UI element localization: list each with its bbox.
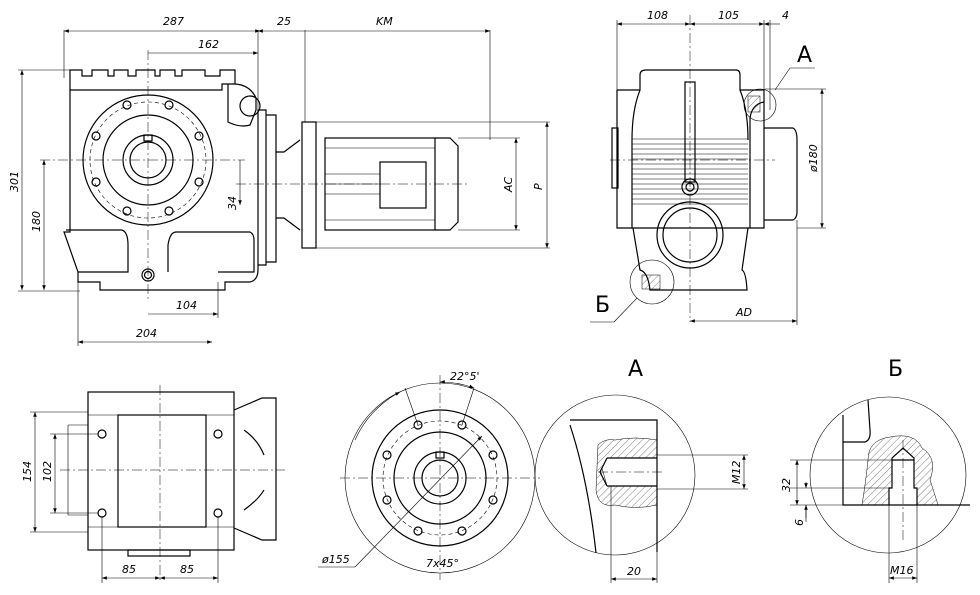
dim-102: 102 <box>41 461 54 482</box>
lifting-eye <box>239 95 261 117</box>
detail-a: А M12 20 <box>534 357 748 583</box>
dim-104: 104 <box>176 299 197 312</box>
side-flange <box>764 127 798 221</box>
detail-b-title: Б <box>888 357 903 382</box>
dim-287: 287 <box>163 15 184 28</box>
dim-34: 34 <box>226 196 239 210</box>
dim-4: 4 <box>782 9 789 22</box>
detail-b-label: Б <box>595 293 610 318</box>
dim-dia-155: ø155 <box>321 553 350 566</box>
detail-a-title: А <box>628 357 643 382</box>
side-housing <box>616 69 765 291</box>
detail-b-callout-circle <box>629 259 675 305</box>
bottom-adapter <box>233 397 277 541</box>
detail-b: Б 32 6 M16 <box>780 357 970 583</box>
motor-adapter <box>266 114 301 263</box>
dim-m12: M12 <box>730 461 743 485</box>
dim-85-right: 85 <box>180 563 194 576</box>
dim-p: P <box>532 183 545 190</box>
bottom-housing <box>87 391 235 551</box>
dim-ad: AD <box>735 306 752 319</box>
dim-dia-180: ø180 <box>807 144 820 173</box>
flange-bolt-holes <box>91 100 204 216</box>
dim-180: 180 <box>30 211 43 232</box>
side-view: 108 105 4 ø180 AD А Б <box>590 9 826 325</box>
dim-162: 162 <box>198 38 219 51</box>
dim-154: 154 <box>21 461 34 482</box>
dim-km: KM <box>376 15 393 28</box>
dim-holes: 7x45° <box>426 557 459 570</box>
terminal-box <box>379 161 427 209</box>
dim-105: 105 <box>718 9 739 22</box>
dim-angle: 22°5' <box>450 370 480 383</box>
dim-20: 20 <box>627 565 641 578</box>
bottom-view: 154 102 85 85 <box>21 385 285 583</box>
front-view: 287 162 25 KM 301 180 34 AC P 104 204 <box>8 15 550 346</box>
flange-view: 22°5' ø155 7x45° <box>318 370 540 580</box>
dim-204: 204 <box>136 327 157 340</box>
dim-108: 108 <box>647 9 668 22</box>
motor-flange <box>301 121 317 249</box>
flange-view-bolt-holes <box>382 420 498 536</box>
dim-25: 25 <box>277 15 291 28</box>
dim-m16: M16 <box>890 564 914 577</box>
dim-32: 32 <box>780 478 793 492</box>
detail-a-label: А <box>797 43 812 68</box>
dim-301: 301 <box>8 171 21 192</box>
dim-6: 6 <box>793 519 806 526</box>
dim-ac: AC <box>502 176 515 193</box>
detail-a-callout-circle <box>743 88 777 122</box>
dim-85-left: 85 <box>122 563 136 576</box>
